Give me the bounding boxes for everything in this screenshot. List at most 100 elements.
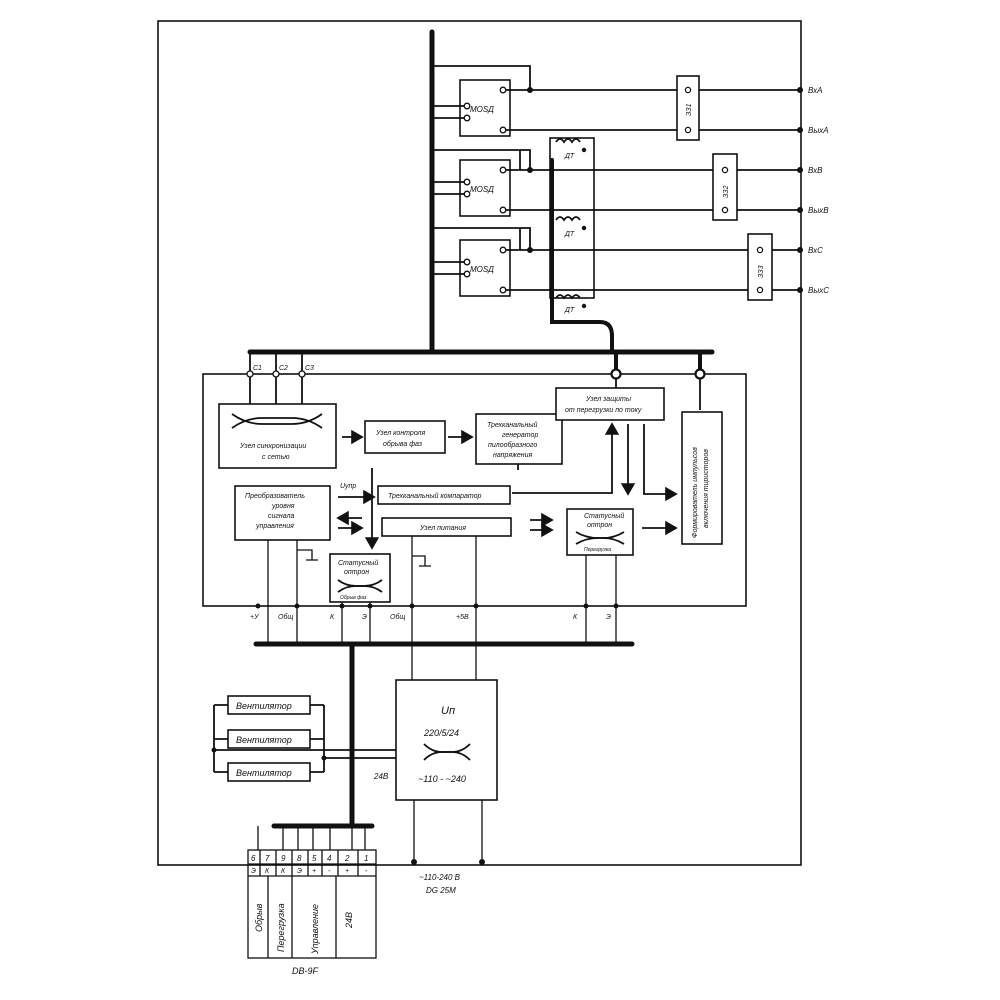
svg-text:~110-240 В: ~110-240 В (419, 873, 461, 882)
svg-text:обрыва фаз: обрыва фаз (383, 440, 423, 448)
svg-text:включения тиристоров: включения тиристоров (703, 449, 710, 528)
svg-text:управления: управления (255, 523, 294, 530)
svg-text:Узел питания: Узел питания (419, 525, 466, 532)
svg-text:ВыхС: ВыхС (808, 286, 829, 295)
svg-text:ЗЗ2: ЗЗ2 (723, 185, 730, 198)
external-terminals: ВхА ВыхА ВхВ ВыхВ ВхС ВыхС (797, 86, 829, 295)
svg-text:К: К (281, 868, 286, 875)
svg-text:Перегрузка: Перегрузка (584, 547, 611, 553)
svg-text:оптрон: оптрон (587, 522, 612, 529)
svg-text:ЗЗ3: ЗЗ3 (758, 265, 765, 278)
svg-text:Управление: Управление (310, 904, 320, 955)
svg-text:9: 9 (281, 854, 286, 863)
svg-text:сигнала: сигнала (268, 513, 294, 520)
svg-text:6: 6 (251, 854, 256, 863)
svg-text:Общ: Общ (278, 613, 293, 621)
svg-text:от перегрузки по току: от перегрузки по току (565, 407, 642, 414)
svg-text:Формирователь импульсов: Формирователь импульсов (692, 447, 699, 538)
svg-text:С1: С1 (253, 365, 262, 372)
svg-text:DG 25M: DG 25M (426, 886, 456, 895)
fan-1: Вентилятор (236, 701, 292, 711)
pulse-former-block: Формирователь импульсов включения тирист… (681, 411, 723, 545)
svg-text:С3: С3 (305, 365, 314, 372)
svg-text:пилообразного: пилообразного (488, 441, 537, 449)
svg-text:~110 - ~240: ~110 - ~240 (418, 774, 466, 784)
svg-text:Обрыв фаз: Обрыв фаз (340, 595, 367, 601)
svg-text:с сетью: с сетью (262, 454, 290, 461)
protection-zz2: ЗЗ2 (712, 153, 738, 221)
signal-arrows (336, 422, 678, 550)
sync-block: Узел синхронизации с сетью (218, 403, 337, 469)
psu-block: Uп 220/5/24 ~110 - ~240 24В (373, 679, 498, 801)
mosd-module-c: МОSД (459, 239, 511, 297)
svg-text:220/5/24: 220/5/24 (423, 728, 459, 738)
svg-text:7: 7 (265, 854, 270, 863)
svg-text:+: + (345, 868, 349, 875)
control-voltage-label: Uупр (340, 483, 356, 490)
power-node-block: Узел питания (381, 517, 512, 537)
enclosure-frame (157, 20, 802, 866)
svg-text:Э: Э (362, 614, 367, 621)
svg-text:Трехканальный компаратор: Трехканальный компаратор (388, 492, 482, 500)
svg-text:5: 5 (312, 854, 317, 863)
svg-text:ВхА: ВхА (808, 86, 822, 95)
svg-text:К: К (265, 868, 270, 875)
protection-zz3: ЗЗ3 (747, 233, 773, 301)
svg-text:Uп: Uп (441, 705, 455, 717)
svg-text:С2: С2 (279, 365, 288, 372)
generator-block: Трехканальный генератор пилообразного на… (475, 413, 563, 465)
control-board: С1 С2 С3 Узел синхронизации с сетью Узел… (202, 350, 747, 644)
svg-text:К: К (573, 614, 578, 621)
svg-text:Узел синхронизации: Узел синхронизации (239, 443, 306, 450)
svg-text:МОSД: МОSД (470, 265, 494, 274)
svg-text:ВыхВ: ВыхВ (808, 206, 829, 215)
svg-text:напряжения: напряжения (493, 452, 533, 459)
svg-text:генератор: генератор (502, 432, 538, 439)
mosd-module-a: МОSД (459, 79, 511, 137)
svg-text:+5В: +5В (456, 614, 469, 621)
svg-text:+У: +У (250, 614, 260, 621)
svg-text:ДТ: ДТ (564, 307, 575, 314)
svg-text:8: 8 (297, 854, 302, 863)
svg-text:Узел контроля: Узел контроля (375, 430, 426, 437)
svg-text:24В: 24В (344, 912, 354, 929)
svg-text:2: 2 (344, 854, 350, 863)
svg-text:МОSД: МОSД (470, 185, 494, 194)
opto-phase-loss: Статусный оптрон Обрыв фаз (329, 553, 391, 603)
current-transformers: ДТ ДТ ДТ (549, 137, 614, 354)
svg-text:ВыхА: ВыхА (808, 126, 829, 135)
opto-overload: Статусный оптрон Перегрузка (566, 508, 634, 556)
svg-text:К: К (330, 614, 335, 621)
protection-zz1: ЗЗ1 (676, 75, 700, 141)
svg-text:оптрон: оптрон (344, 569, 369, 576)
svg-text:Э: Э (251, 868, 256, 875)
lower-section: Вентилятор Вентилятор Вентилятор Uп 220/… (211, 606, 635, 976)
svg-text:МОSД: МОSД (470, 105, 494, 114)
svg-text:4: 4 (327, 854, 332, 863)
overload-protection-block: Узел защиты от перегрузки по току (555, 387, 665, 421)
mosd-module-b: МОSД (459, 159, 511, 217)
svg-text:ДТ: ДТ (564, 231, 575, 238)
svg-text:ВхС: ВхС (808, 246, 823, 255)
svg-text:Преобразователь: Преобразователь (245, 492, 305, 500)
converter-block: Преобразователь уровня сигнала управлени… (234, 485, 331, 541)
svg-text:Статусный: Статусный (584, 512, 624, 520)
power-section: МОSД МОSД МОSД (247, 29, 829, 355)
svg-text:ДТ: ДТ (564, 153, 575, 160)
svg-text:Обрыв: Обрыв (254, 903, 264, 932)
svg-text:24В: 24В (373, 772, 389, 781)
svg-text:ЗЗ1: ЗЗ1 (686, 103, 693, 116)
svg-text:-: - (365, 868, 368, 875)
svg-text:+: + (312, 868, 316, 875)
svg-text:Э: Э (606, 614, 611, 621)
phase-loss-block: Узел контроля обрыва фаз (364, 420, 446, 454)
svg-text:Общ: Общ (390, 613, 405, 621)
svg-text:1: 1 (364, 854, 368, 863)
svg-text:ВхВ: ВхВ (808, 166, 823, 175)
svg-text:Перегрузка: Перегрузка (276, 903, 286, 952)
svg-text:DB-9F: DB-9F (292, 966, 319, 976)
comparator-block: Трехканальный компаратор (377, 485, 511, 505)
db9f-connector: 6 7 9 8 5 4 2 1 Э К К Э + - + - Обрыв Пе… (247, 849, 377, 976)
fan-group: Вентилятор Вентилятор Вентилятор (211, 695, 396, 782)
